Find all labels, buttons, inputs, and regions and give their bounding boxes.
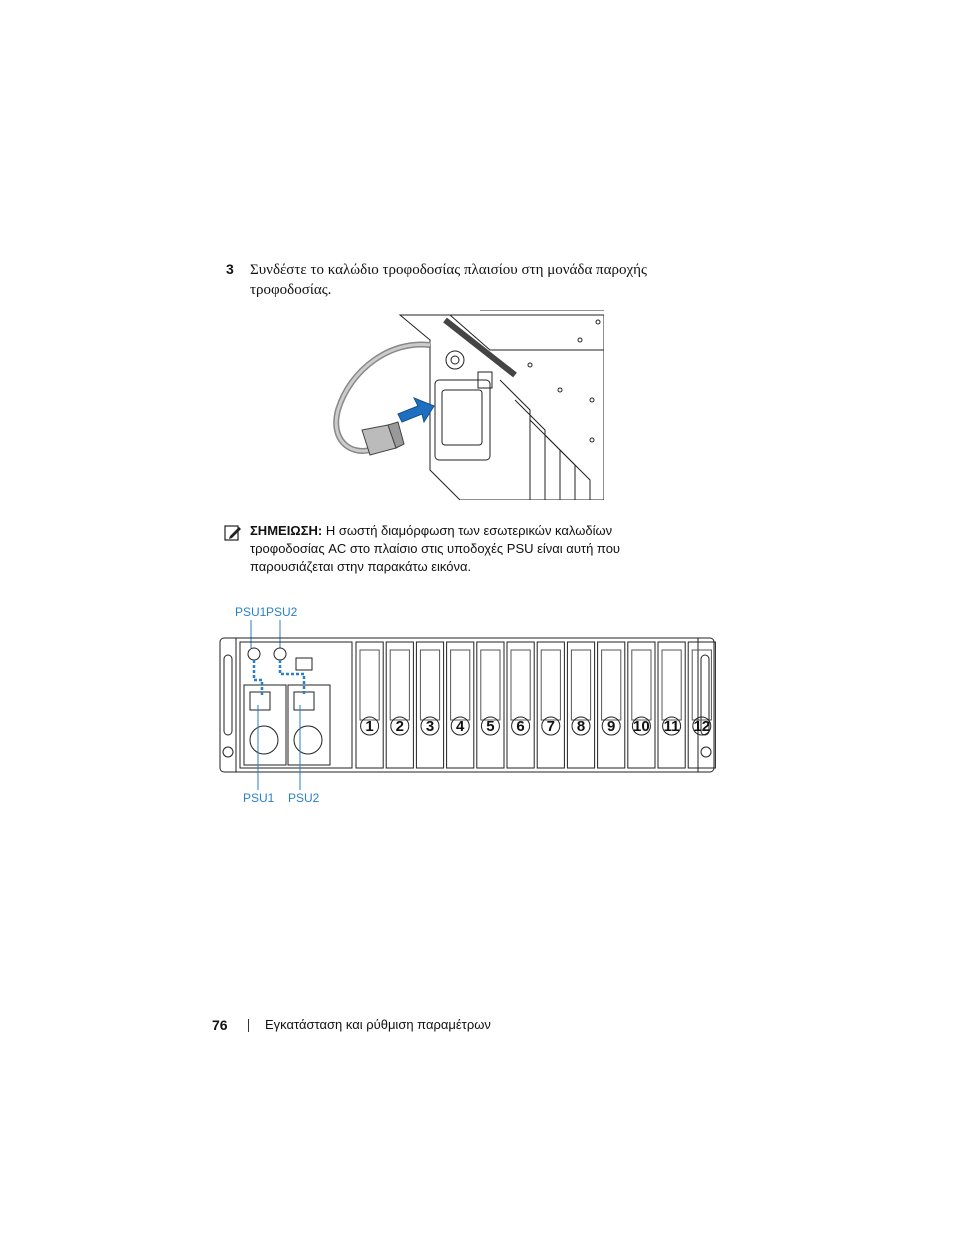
drive-bay-number-circle xyxy=(480,716,500,736)
drive-bay-number: 9 xyxy=(607,718,615,735)
drive-bay-latch xyxy=(601,649,622,721)
psu1-top-label: PSU1 xyxy=(235,605,267,619)
drive-bay-4 xyxy=(446,641,475,769)
drive-bay-1 xyxy=(355,641,384,769)
drive-bay-latch xyxy=(419,649,441,721)
drive-bay-latch xyxy=(450,649,471,721)
drive-bay-latch xyxy=(661,649,682,721)
note-pencil-icon xyxy=(224,525,241,541)
drive-bay-latch xyxy=(510,649,531,721)
psu2-bottom-label: PSU2 xyxy=(288,791,320,805)
drive-bay-number: 11 xyxy=(664,718,680,735)
drive-bay-5 xyxy=(476,641,505,769)
drive-bay-number-circle xyxy=(662,716,682,736)
drive-bay-number: 1 xyxy=(365,718,373,735)
drive-bay-number-circle xyxy=(692,716,712,736)
drive-bay-8 xyxy=(566,641,596,769)
drive-bay-latch xyxy=(631,649,652,721)
drive-bay-11 xyxy=(657,641,686,769)
drive-bay-number-circle xyxy=(571,716,591,736)
drive-bay-number: 12 xyxy=(693,718,710,735)
drive-bay-latch xyxy=(540,649,561,721)
drive-bay-number: 3 xyxy=(426,718,434,735)
step-number: 3 xyxy=(226,261,234,277)
drive-bay-number-circle xyxy=(450,716,470,736)
drive-bay-number-circle xyxy=(420,716,440,736)
drive-bay-12 xyxy=(687,641,716,769)
drive-bay-10 xyxy=(627,641,656,769)
drive-bay-number-circle xyxy=(541,716,561,736)
drive-bay-number: 2 xyxy=(396,718,404,735)
drive-bay-7 xyxy=(536,641,565,769)
step-text: Συνδέστε το καλώδιο τροφοδοσίας πλαισίου… xyxy=(250,262,647,298)
psu1-bottom-label: PSU1 xyxy=(243,791,275,805)
note-text: ΣΗΜΕΙΩΣΗ: Η σωστή διαμόρφωση των εσωτερι… xyxy=(250,522,670,576)
drive-bay-number-circle xyxy=(511,716,531,736)
psu2-top-label: PSU2 xyxy=(266,605,298,619)
page-number: 76 xyxy=(212,1017,228,1033)
drive-bay-3 xyxy=(415,641,445,769)
note-body: Η σωστή διαμόρφωση των εσωτερικών καλωδί… xyxy=(250,523,621,574)
drive-bay-9 xyxy=(597,641,626,769)
drive-bay-latch xyxy=(389,649,410,721)
drive-bay-latch xyxy=(691,649,712,721)
drive-bay-6 xyxy=(506,641,535,769)
drive-bay-number-circle xyxy=(601,716,621,736)
drive-bay-2 xyxy=(385,641,414,769)
drive-bay-number-circle xyxy=(390,716,410,736)
drive-bay-number: 4 xyxy=(456,718,465,735)
drive-bay-latch xyxy=(359,649,380,721)
drive-bay-number: 5 xyxy=(486,718,494,735)
note-label: ΣΗΜΕΙΩΣΗ: xyxy=(250,523,323,538)
drive-bay-number: 10 xyxy=(633,718,650,735)
drive-bay-number: 6 xyxy=(516,718,524,735)
footer-section-title: Εγκατάσταση και ρύθμιση παραμέτρων xyxy=(265,1017,491,1032)
drive-bay-number: 7 xyxy=(547,718,555,735)
drive-bay-number: 8 xyxy=(577,718,585,735)
drive-bay-number-circle xyxy=(360,716,380,736)
drive-bay-latch xyxy=(480,649,501,721)
drive-bay-number-circle xyxy=(631,716,651,736)
footer-divider xyxy=(248,1019,249,1032)
drive-bay-latch xyxy=(570,649,592,721)
power-cable-illustration xyxy=(333,310,604,500)
